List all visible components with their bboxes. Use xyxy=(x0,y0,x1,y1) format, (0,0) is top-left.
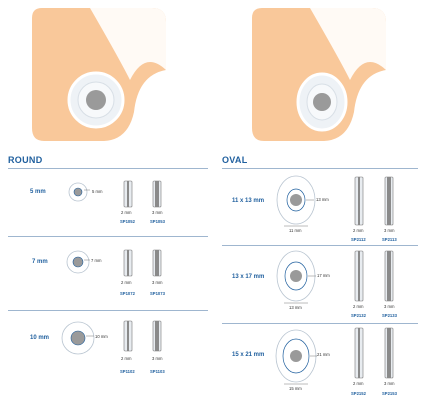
seal-profile-thin xyxy=(354,176,364,226)
product-code: SP1072 xyxy=(120,291,135,296)
round-dimension-label: 5 mm xyxy=(92,189,103,194)
oval-diagram xyxy=(276,175,316,227)
round-section-title: ROUND xyxy=(8,155,43,165)
product-code: SP2133 xyxy=(382,313,397,318)
round-diagram xyxy=(68,182,90,202)
thickness-label: 3 mm xyxy=(152,356,163,361)
product-code: SP2113 xyxy=(382,237,397,242)
seal-profile-thin xyxy=(354,250,364,302)
round-size-label: 5 mm xyxy=(30,189,46,195)
oval-size-label: 11 x 13 mm xyxy=(232,198,265,204)
round-divider xyxy=(8,168,208,169)
seal-profile-thick xyxy=(384,250,394,302)
oval-divider xyxy=(222,323,418,324)
oval-size-label: 13 x 17 mm xyxy=(232,274,265,280)
oval-width-label: 11 mm xyxy=(289,228,302,233)
thickness-label: 2 mm xyxy=(121,356,132,361)
oval-size-label: 15 x 21 mm xyxy=(232,352,265,358)
oval-diagram xyxy=(276,250,316,304)
oval-height-label: 21 mm xyxy=(317,352,330,357)
product-code: SP2112 xyxy=(351,237,366,242)
seal-profile-thick xyxy=(152,180,162,208)
product-code: SP2153 xyxy=(382,391,397,396)
round-diagram xyxy=(66,250,90,274)
round-diagram xyxy=(61,321,95,355)
oval-height-label: 13 mm xyxy=(316,197,329,202)
oval-width-label: 15 mm xyxy=(289,386,302,391)
seal-profile-thin xyxy=(123,180,133,208)
thickness-label: 3 mm xyxy=(384,228,395,233)
round-divider xyxy=(8,236,208,237)
product-code: SP2152 xyxy=(351,391,366,396)
thickness-label: 2 mm xyxy=(353,304,364,309)
thickness-label: 2 mm xyxy=(353,228,364,233)
round-dimension-label: 10 mm xyxy=(95,334,108,339)
oval-height-label: 17 mm xyxy=(317,273,330,278)
thickness-label: 2 mm xyxy=(121,210,132,215)
seal-profile-thick xyxy=(384,327,394,379)
thickness-label: 3 mm xyxy=(152,210,163,215)
oval-width-label: 13 mm xyxy=(289,305,302,310)
thickness-label: 2 mm xyxy=(121,280,132,285)
thickness-label: 3 mm xyxy=(152,280,163,285)
round-dimension-label: 7 mm xyxy=(91,258,102,263)
round-size-label: 7 mm xyxy=(32,259,48,265)
product-code: SP1102 xyxy=(120,369,135,374)
seal-profile-thin xyxy=(123,249,133,277)
product-code: SP1052 xyxy=(120,219,135,224)
oval-section-title: OVAL xyxy=(222,155,248,165)
seal-profile-thick xyxy=(152,249,162,277)
product-code: SP1103 xyxy=(150,369,165,374)
oval-divider xyxy=(222,168,418,169)
product-code: SP1053 xyxy=(150,219,165,224)
round-divider xyxy=(8,310,208,311)
seal-profile-thin xyxy=(354,327,364,379)
seal-profile-thick xyxy=(152,320,162,352)
seal-profile-thick xyxy=(384,176,394,226)
product-code: SP2132 xyxy=(351,313,366,318)
oval-diagram xyxy=(275,329,317,385)
thickness-label: 3 mm xyxy=(384,381,395,386)
round-seal-illustration xyxy=(32,8,386,141)
thickness-label: 3 mm xyxy=(384,304,395,309)
oval-divider xyxy=(222,245,418,246)
product-code: SP1073 xyxy=(150,291,165,296)
round-size-label: 10 mm xyxy=(30,335,50,341)
seal-profile-thin xyxy=(123,320,133,352)
thickness-label: 2 mm xyxy=(353,381,364,386)
